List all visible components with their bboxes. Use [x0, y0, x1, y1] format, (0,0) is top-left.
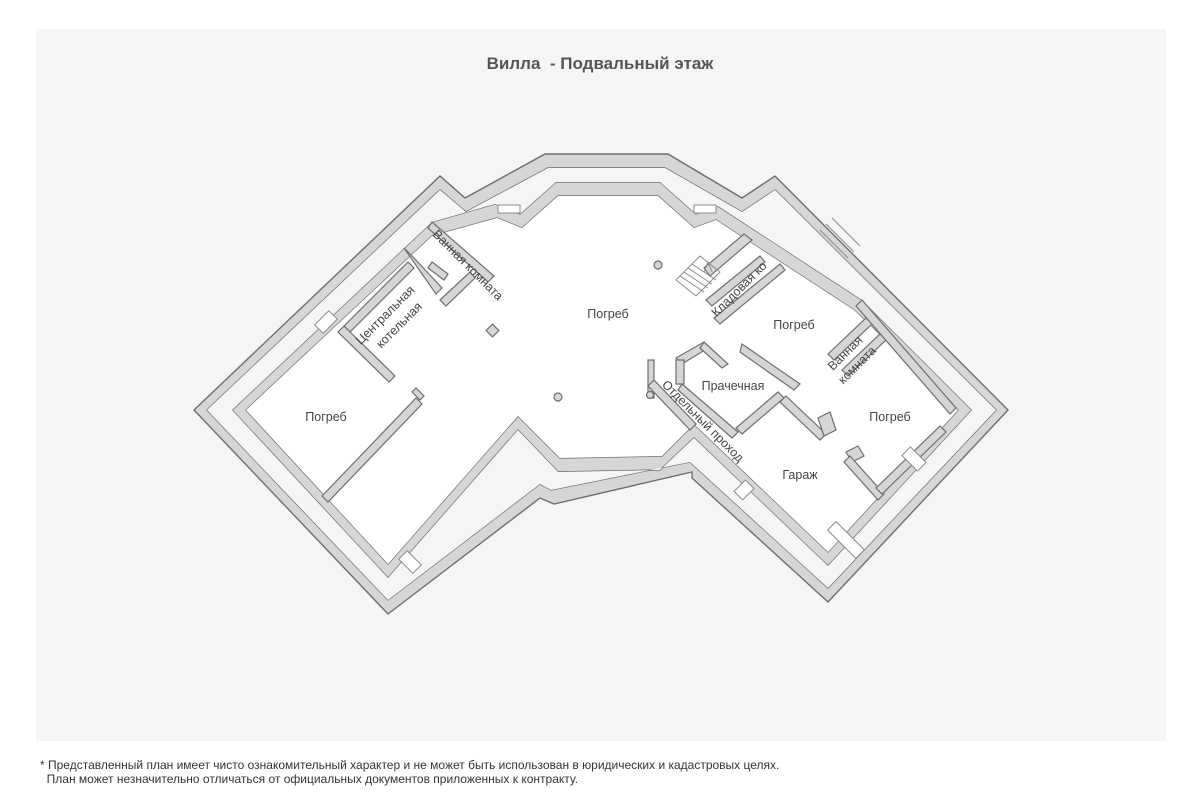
disclaimer: * Представленный план имеет чисто ознако…: [40, 758, 779, 786]
label-right-cellar-lower: Погреб: [869, 410, 910, 424]
windows: [313, 204, 927, 575]
label-left-cellar: Погреб: [305, 410, 346, 424]
label-main-cellar: Погреб: [587, 307, 628, 321]
disclaimer-line-2: План может незначительно отличаться от о…: [40, 772, 579, 786]
label-right-cellar-upper: Погреб: [773, 318, 814, 332]
floor-area: [246, 196, 958, 564]
plan-title: Вилла - Подвальный этаж: [486, 54, 714, 73]
columns: [485, 260, 663, 402]
stairs: [675, 217, 861, 297]
label-garage: Гараж: [782, 468, 818, 482]
disclaimer-line-1: * Представленный план имеет чисто ознако…: [40, 758, 780, 772]
label-laundry: Прачечная: [702, 379, 765, 393]
